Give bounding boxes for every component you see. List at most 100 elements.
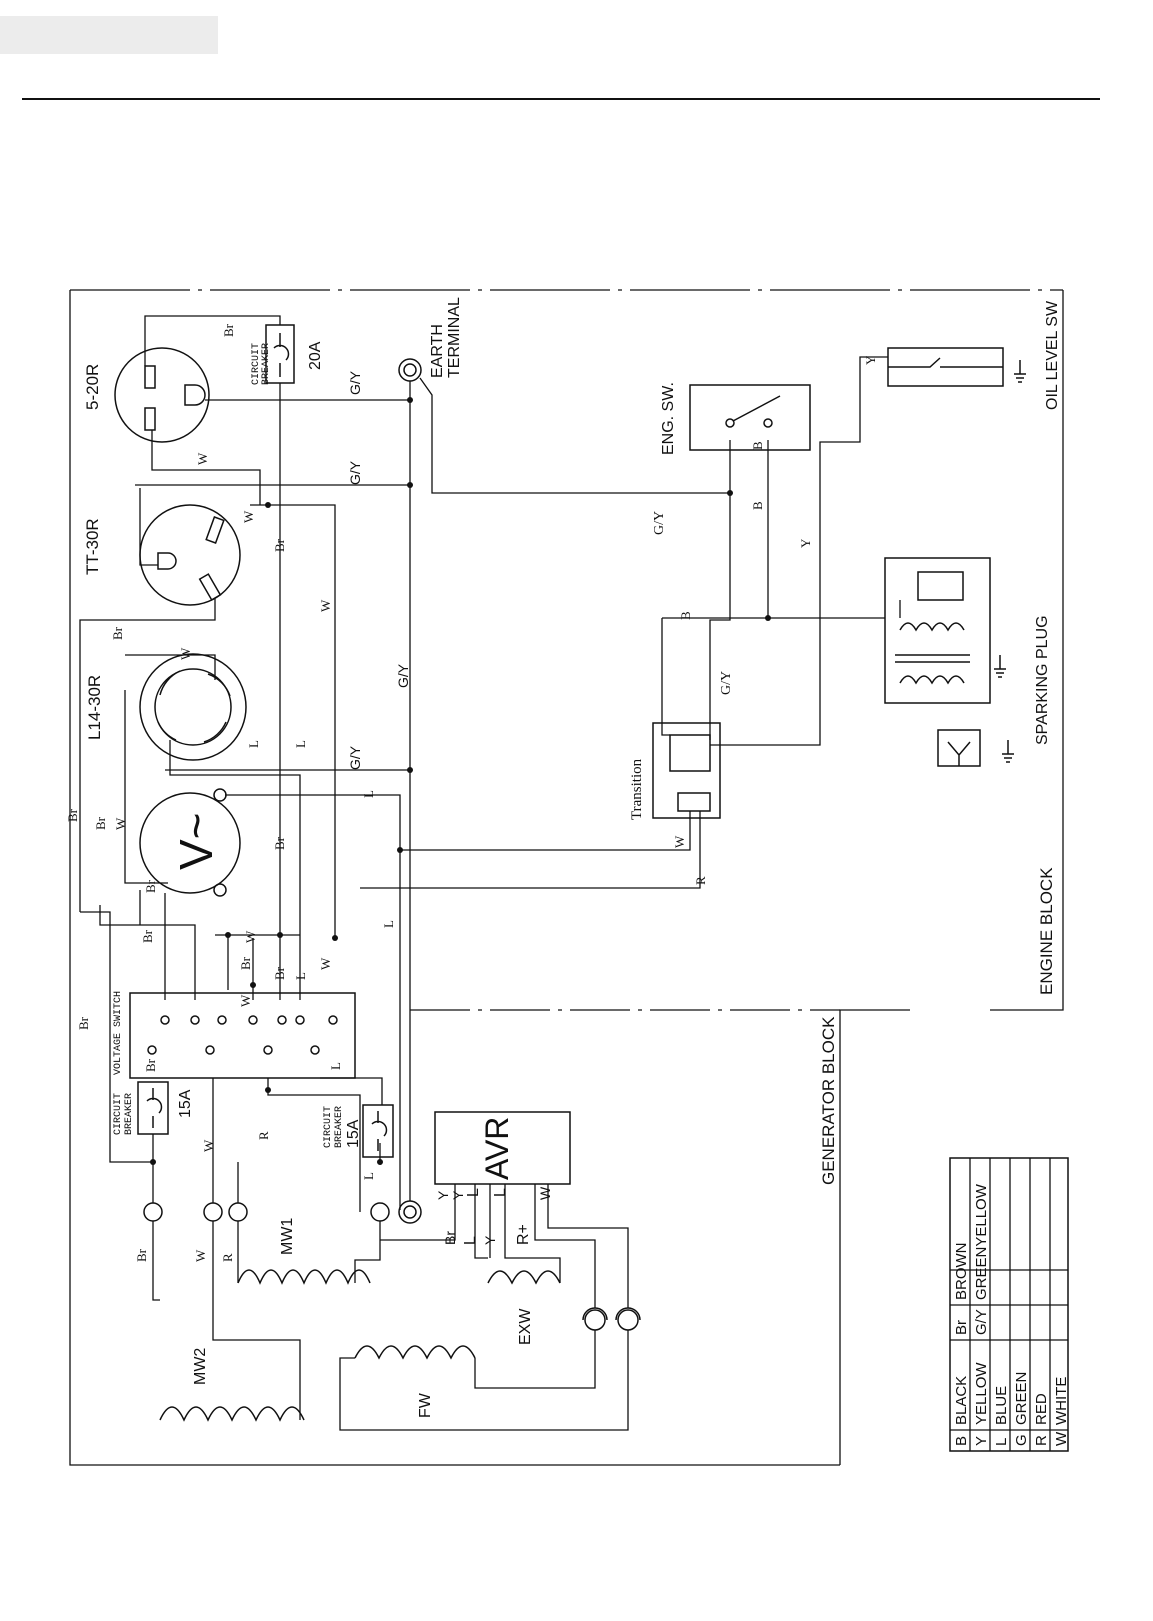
wiring	[79, 315, 901, 1431]
receptacle-l14-30r-label: L14-30R	[85, 675, 104, 740]
svg-text:Br: Br	[143, 1058, 158, 1072]
svg-text:CIRCUIT: CIRCUIT	[323, 1106, 334, 1148]
winding-mw1	[237, 1269, 371, 1285]
svg-text:L: L	[465, 1188, 482, 1197]
svg-text:W: W	[193, 1249, 208, 1262]
svg-text:G/Y: G/Y	[347, 460, 363, 485]
svg-text:CIRCUIT: CIRCUIT	[113, 1093, 124, 1135]
svg-text:B: B	[678, 611, 693, 620]
svg-text:Br: Br	[221, 323, 236, 337]
svg-text:CIRCUIT: CIRCUIT	[251, 343, 262, 385]
engine-switch-label: ENG. SW.	[660, 382, 677, 455]
circuit-breaker-15a-left-label: 15A	[177, 1089, 194, 1118]
color-legend	[949, 1157, 1069, 1452]
svg-text:Br: Br	[76, 1016, 91, 1030]
voltmeter-symbol: V~	[170, 812, 222, 870]
svg-text:W: W	[241, 510, 256, 523]
svg-text:R: R	[693, 876, 708, 885]
svg-text:B: B	[750, 501, 765, 510]
oil-level-switch	[887, 347, 1026, 387]
terminal-posts	[143, 1202, 390, 1222]
voltmeter: V~	[139, 788, 241, 897]
svg-text:BREAKER: BREAKER	[124, 1093, 135, 1135]
svg-text:W: W	[113, 817, 128, 830]
circuit-breaker-20a-label: 20A	[307, 341, 324, 370]
winding-fw-label: FW	[417, 1392, 434, 1418]
svg-text:Y: Y	[482, 1235, 498, 1245]
svg-text:W: W	[238, 994, 253, 1007]
earth-label-1: EARTH	[429, 324, 446, 378]
circuit-breaker-20a: CIRCUIT BREAKER 20A	[251, 324, 324, 385]
legend-code: B	[953, 1436, 970, 1446]
svg-text:G/Y: G/Y	[395, 663, 411, 688]
svg-text:R: R	[220, 1253, 235, 1262]
svg-text:R+: R+	[515, 1224, 532, 1245]
svg-text:L: L	[361, 790, 376, 798]
winding-exw	[487, 1270, 561, 1285]
legend-code: Y	[973, 1436, 990, 1446]
earth-label-2: TERMINAL	[446, 297, 463, 378]
legend-name: WHITE	[1053, 1377, 1070, 1425]
svg-text:L: L	[328, 1062, 343, 1070]
legend-rows: BBLACKBrBROWNYYELLOWG/YGREENYELLOWLBLUEG…	[953, 1183, 1070, 1446]
header-rule	[22, 98, 1100, 100]
generator-block-label: GENERATOR BLOCK	[819, 1016, 838, 1185]
svg-text:L: L	[361, 1172, 376, 1180]
legend-name: BLUE	[993, 1386, 1010, 1425]
svg-text:R: R	[256, 1131, 271, 1140]
receptacle-tt-30r	[139, 504, 241, 606]
engine-switch	[689, 384, 811, 451]
svg-text:Br: Br	[143, 879, 158, 893]
voltage-switch: VOLTAGE SWITCH	[113, 991, 356, 1079]
svg-text:Br: Br	[134, 1248, 149, 1262]
svg-text:Br: Br	[140, 929, 155, 943]
avr: AVR	[434, 1111, 571, 1185]
winding-mw1-label: MW1	[279, 1218, 296, 1255]
svg-text:Br: Br	[65, 808, 80, 822]
svg-text:Br: Br	[110, 626, 125, 640]
sparking-plug-label: SPARKING PLUG	[1034, 615, 1051, 745]
legend-name: GREEN	[1013, 1372, 1030, 1425]
svg-text:W: W	[318, 957, 333, 970]
slip-rings	[582, 1307, 641, 1331]
header-tab	[0, 16, 218, 54]
svg-text:Br: Br	[272, 836, 287, 850]
circuit-breaker-15a-right: CIRCUIT BREAKER 15A	[323, 1104, 394, 1158]
winding-mw2-label: MW2	[192, 1348, 209, 1385]
voltage-switch-label: VOLTAGE SWITCH	[113, 991, 124, 1075]
legend-code: Br	[953, 1320, 970, 1335]
junction-dots	[150, 397, 771, 1165]
oil-level-switch-label: OIL LEVEL SW	[1044, 300, 1061, 410]
circuit-breaker-15a-left: CIRCUIT BREAKER 15A	[113, 1081, 194, 1135]
receptacle-5-20r-label: 5-20R	[83, 364, 102, 410]
svg-text:Y: Y	[863, 355, 878, 365]
svg-text:Y: Y	[798, 538, 813, 548]
svg-text:W: W	[672, 835, 687, 848]
avr-label: AVR	[479, 1117, 515, 1180]
block-outlines	[69, 289, 1064, 1466]
svg-text:G/Y: G/Y	[347, 745, 363, 770]
svg-text:B: B	[750, 441, 765, 450]
svg-text:L: L	[293, 972, 308, 980]
svg-text:L: L	[246, 740, 261, 748]
svg-text:L: L	[492, 1188, 509, 1197]
receptacle-l14-30r	[139, 653, 247, 761]
svg-text:W: W	[178, 647, 193, 660]
legend-code: W	[1053, 1431, 1070, 1446]
svg-text:W: W	[195, 452, 210, 465]
legend-code: G/Y	[973, 1309, 990, 1335]
svg-text:Br: Br	[93, 816, 108, 830]
wire-labels: G/Y G/Y G/Y G/Y G/Y G/Y Br Br Br Br Br B…	[65, 323, 878, 1262]
transition-module	[652, 722, 721, 819]
winding-fw	[354, 1345, 476, 1360]
legend-code: L	[993, 1438, 1010, 1446]
svg-text:Br: Br	[238, 956, 253, 970]
legend-name: RED	[1033, 1393, 1050, 1425]
legend-name: BLACK	[953, 1376, 970, 1425]
svg-text:W: W	[201, 1139, 216, 1152]
svg-text:G/Y: G/Y	[719, 671, 734, 695]
legend-code: G	[1013, 1434, 1030, 1446]
svg-text:L: L	[293, 740, 308, 748]
receptacle-tt-30r-label: TT-30R	[83, 518, 102, 575]
